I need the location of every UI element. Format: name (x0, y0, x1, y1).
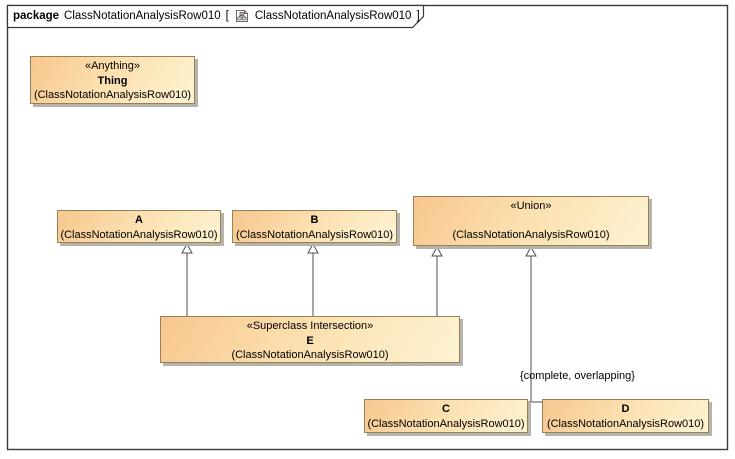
generalization-e-b[interactable] (307, 242, 319, 316)
hollow-triangle-arrowhead (307, 242, 319, 254)
class-stereotype: «Anything» (84, 60, 141, 72)
class-qualifier: (ClassNotationAnalysisRow010) (235, 228, 394, 241)
frame-open-bracket: [ (225, 9, 229, 22)
class-qualifier: (ClassNotationAnalysisRow010) (60, 228, 218, 241)
class-b[interactable]: B (ClassNotationAnalysisRow010) (232, 210, 397, 243)
package-diagram-icon (235, 9, 249, 23)
class-a[interactable]: A (ClassNotationAnalysisRow010) (57, 210, 221, 243)
class-stereotype: «Superclass Intersection» (246, 320, 374, 332)
class-name: B (310, 214, 319, 226)
frame-kind-label: package (13, 9, 60, 22)
class-qualifier: (ClassNotationAnalysisRow010) (367, 417, 525, 430)
class-name: Thing (97, 74, 128, 87)
hollow-triangle-arrowhead (181, 242, 193, 254)
class-qualifier: (ClassNotationAnalysisRow010) (546, 417, 705, 430)
frame-close-bracket: ] (416, 9, 420, 22)
class-name: D (621, 403, 630, 415)
class-e[interactable]: «Superclass Intersection» E (ClassNotati… (160, 316, 460, 363)
class-union[interactable]: «Union» (ClassNotationAnalysisRow010) (413, 196, 649, 246)
class-name: A (135, 214, 143, 226)
hollow-triangle-arrowhead (431, 245, 443, 257)
generalization-constraint-label: {complete, overlapping} (520, 370, 635, 382)
frame-heading: package ClassNotationAnalysisRow010 [ Cl… (13, 7, 420, 24)
generalization-e-union[interactable] (431, 245, 443, 316)
class-name: E (306, 334, 314, 347)
class-qualifier: (ClassNotationAnalysisRow010) (231, 349, 389, 361)
class-stereotype: «Union» (510, 200, 552, 212)
hollow-triangle-arrowhead (525, 245, 537, 257)
frame-title: ClassNotationAnalysisRow010 (64, 9, 221, 22)
class-name: C (442, 403, 450, 415)
generalization-e-a[interactable] (181, 242, 193, 316)
frame-diagram-name: ClassNotationAnalysisRow010 (254, 9, 412, 22)
class-thing[interactable]: «Anything» Thing (ClassNotationAnalysisR… (30, 56, 195, 104)
class-d[interactable]: D (ClassNotationAnalysisRow010) (542, 399, 709, 433)
class-qualifier: (ClassNotationAnalysisRow010) (33, 89, 192, 101)
class-c[interactable]: C (ClassNotationAnalysisRow010) (364, 399, 528, 433)
class-qualifier: (ClassNotationAnalysisRow010) (452, 229, 610, 241)
class-name (414, 214, 648, 229)
